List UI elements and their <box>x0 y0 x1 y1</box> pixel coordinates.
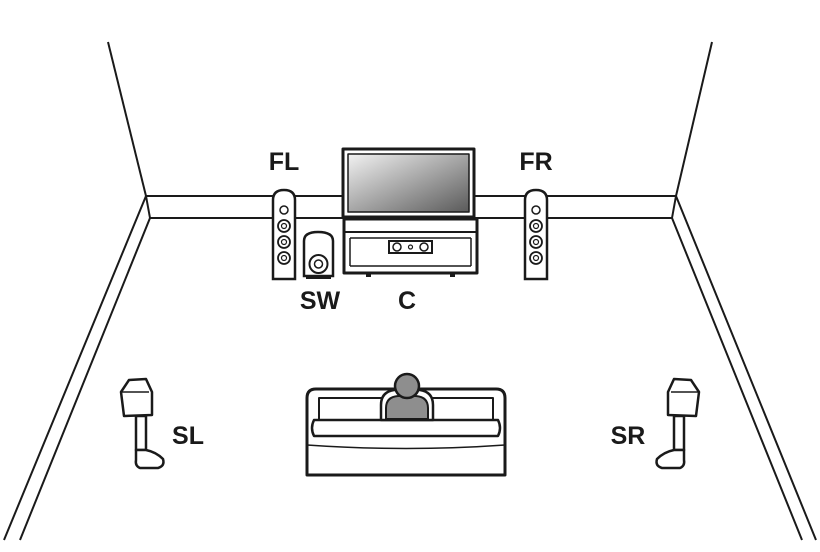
label-fl: FL <box>269 148 300 176</box>
center-speaker <box>388 240 433 254</box>
person <box>379 372 435 422</box>
sofa <box>305 387 507 477</box>
front-right-speaker <box>523 188 549 281</box>
tv <box>341 147 476 232</box>
front-left-speaker <box>271 188 297 281</box>
surround-left-speaker <box>119 377 165 470</box>
subwoofer <box>302 230 335 279</box>
label-fr: FR <box>519 148 552 176</box>
label-c: C <box>398 287 416 315</box>
room-walls <box>3 41 817 541</box>
surround-right-speaker <box>655 377 701 470</box>
label-sr: SR <box>611 422 646 450</box>
label-sw: SW <box>300 287 341 315</box>
label-sl: SL <box>172 422 204 450</box>
